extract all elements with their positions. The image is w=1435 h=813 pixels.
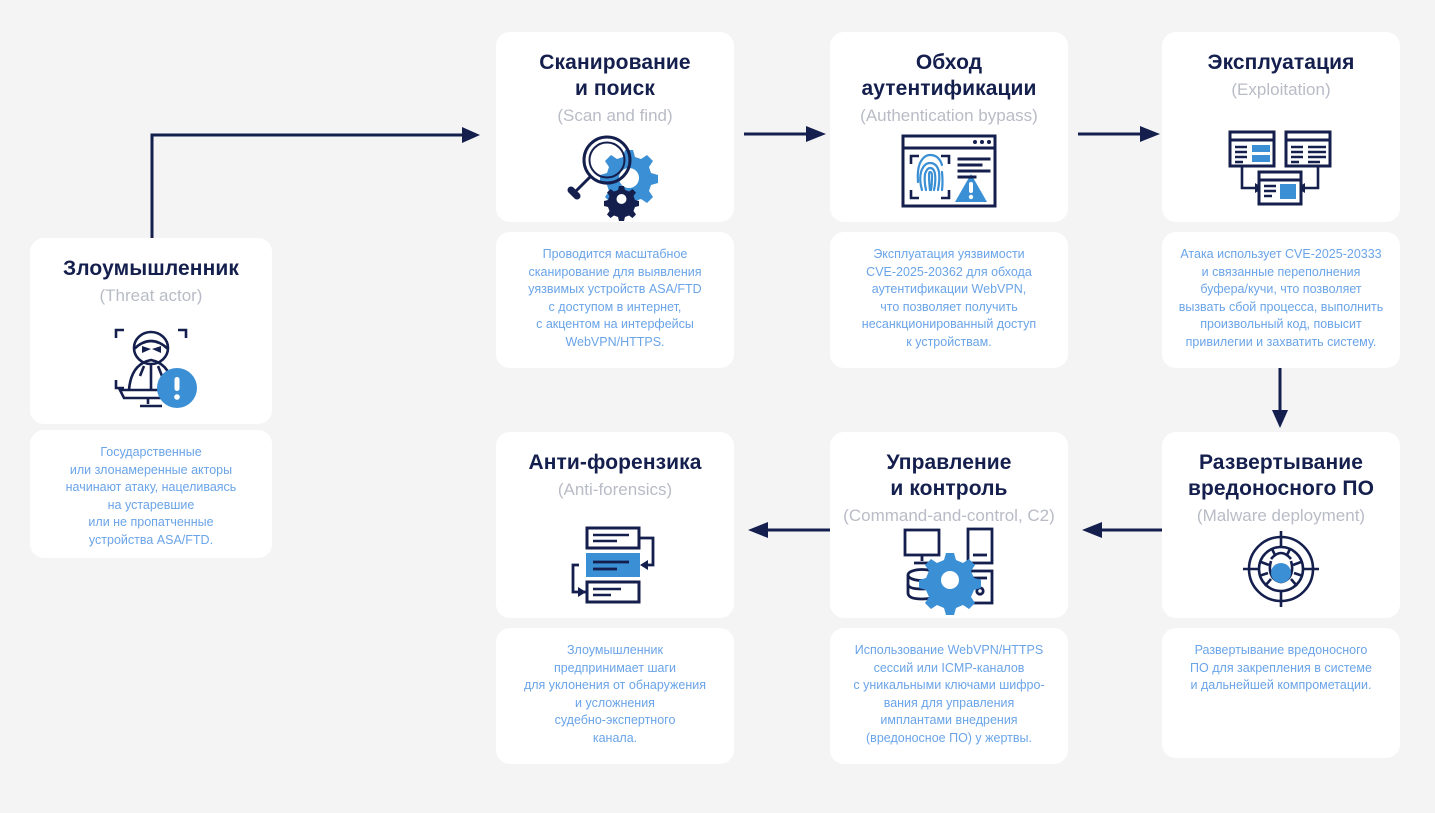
step-subtitle-command-and-control: (Command-and-control, C2) bbox=[843, 506, 1055, 525]
step-desc-anti-forensics: Злоумышленник предпринимает шаги для укл… bbox=[496, 628, 734, 764]
step-subtitle-threat-actor: (Threat actor) bbox=[99, 286, 203, 305]
step-card-exploitation[interactable]: Эксплуатация (Exploitation) bbox=[1162, 32, 1400, 222]
step-title-scan-and-find: Сканирование и поиск bbox=[539, 51, 691, 100]
arrow-scan-to-auth-bypass bbox=[744, 124, 828, 144]
step-desc-exploitation: Атака использует CVE-2025-20333 и связан… bbox=[1162, 232, 1400, 368]
step-desc-threat-actor: Государственные или злонамеренные акторы… bbox=[30, 430, 272, 558]
fingerprint-browser-warning-icon bbox=[842, 134, 1056, 208]
step-desc-authentication-bypass: Эксплуатация уязвимости CVE-2025-20362 д… bbox=[830, 232, 1068, 368]
step-card-command-and-control[interactable]: Управление и контроль (Command-and-contr… bbox=[830, 432, 1068, 618]
step-subtitle-authentication-bypass: (Authentication bypass) bbox=[860, 106, 1038, 125]
step-description-text: Развертывание вредоносного ПО для закреп… bbox=[1190, 643, 1372, 692]
step-card-authentication-bypass[interactable]: Обход аутентификации (Authentication byp… bbox=[830, 32, 1068, 222]
step-description-text: Злоумышленник предпринимает шаги для укл… bbox=[523, 643, 707, 745]
arrow-exploitation-to-malware bbox=[1270, 368, 1290, 430]
step-card-malware-deployment[interactable]: Развертывание вредоносного ПО (Malware d… bbox=[1162, 432, 1400, 618]
step-card-anti-forensics[interactable]: Анти-форензика (Anti-forensics) bbox=[496, 432, 734, 618]
step-subtitle-anti-forensics: (Anti-forensics) bbox=[557, 480, 673, 499]
step-title-malware-deployment: Развертывание вредоносного ПО bbox=[1187, 451, 1375, 500]
step-subtitle-exploitation: (Exploitation) bbox=[1231, 80, 1331, 99]
step-description-text: Проводится масштабное сканирование для в… bbox=[528, 247, 702, 349]
step-card-scan-and-find[interactable]: Сканирование и поиск (Scan and find) bbox=[496, 32, 734, 222]
magnifier-gears-icon bbox=[508, 128, 722, 221]
windows-merge-icon bbox=[1174, 130, 1388, 208]
step-description-text: Атака использует CVE-2025-20333 и связан… bbox=[1178, 247, 1384, 349]
step-desc-scan-and-find: Проводится масштабное сканирование для в… bbox=[496, 232, 734, 368]
step-title-exploitation: Эксплуатация bbox=[1207, 51, 1355, 74]
step-subtitle-scan-and-find: (Scan and find) bbox=[557, 106, 673, 125]
hacker-monitor-alert-icon bbox=[42, 318, 260, 410]
step-title-authentication-bypass: Обход аутентификации bbox=[861, 51, 1037, 100]
step-description-text: Использование WebVPN/HTTPS сессий или IC… bbox=[853, 643, 1045, 745]
step-title-anti-forensics: Анти-форензика bbox=[528, 451, 702, 474]
step-card-threat-actor[interactable]: Злоумышленник (Threat actor) bbox=[30, 238, 272, 424]
devices-gear-icon bbox=[842, 527, 1056, 615]
arrow-c2-to-anti-forensics bbox=[744, 520, 830, 540]
bug-crosshair-icon bbox=[1174, 527, 1388, 611]
step-description-text: Эксплуатация уязвимости CVE-2025-20362 д… bbox=[861, 247, 1037, 349]
step-title-command-and-control: Управление и контроль bbox=[886, 451, 1012, 500]
arrow-threat-actor-to-scan bbox=[146, 126, 486, 246]
step-title-threat-actor: Злоумышленник bbox=[63, 257, 239, 280]
step-description-text: Государственные или злонамеренные акторы… bbox=[65, 445, 237, 547]
step-subtitle-malware-deployment: (Malware deployment) bbox=[1196, 506, 1366, 525]
arrow-auth-bypass-to-exploitation bbox=[1078, 124, 1162, 144]
step-desc-command-and-control: Использование WebVPN/HTTPS сессий или IC… bbox=[830, 628, 1068, 764]
log-rows-loop-icon bbox=[508, 526, 722, 604]
arrow-malware-to-c2 bbox=[1078, 520, 1164, 540]
step-desc-malware-deployment: Развертывание вредоносного ПО для закреп… bbox=[1162, 628, 1400, 758]
